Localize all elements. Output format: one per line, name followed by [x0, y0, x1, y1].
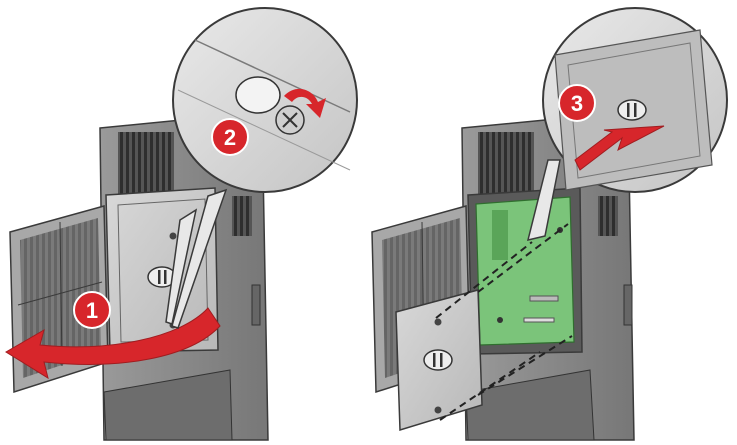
metal-shield-removed	[395, 289, 483, 432]
callout-pointer-left	[165, 188, 228, 329]
magnifier-callout-left	[172, 7, 358, 193]
thumbscrew-icon	[235, 76, 305, 135]
step-number-1: 1	[86, 298, 98, 323]
callout-pointer-right	[526, 159, 561, 242]
right-illustration: 3	[371, 7, 728, 441]
arrow-icon-step1	[5, 307, 221, 380]
step-badge-2: 2	[211, 118, 249, 156]
step-number-2: 2	[224, 125, 236, 150]
left-illustration: 1 2	[5, 7, 358, 441]
screw-icon	[169, 232, 177, 240]
step-badge-1: 1	[73, 291, 111, 329]
arrow-icon-step3	[574, 125, 665, 171]
controller-board	[467, 187, 583, 355]
rotate-arrow-icon	[284, 88, 326, 118]
step-number-3: 3	[571, 91, 583, 116]
magnifier-callout-right	[542, 7, 728, 193]
dashed-guides	[435, 223, 573, 421]
step-badge-3: 3	[558, 84, 596, 122]
